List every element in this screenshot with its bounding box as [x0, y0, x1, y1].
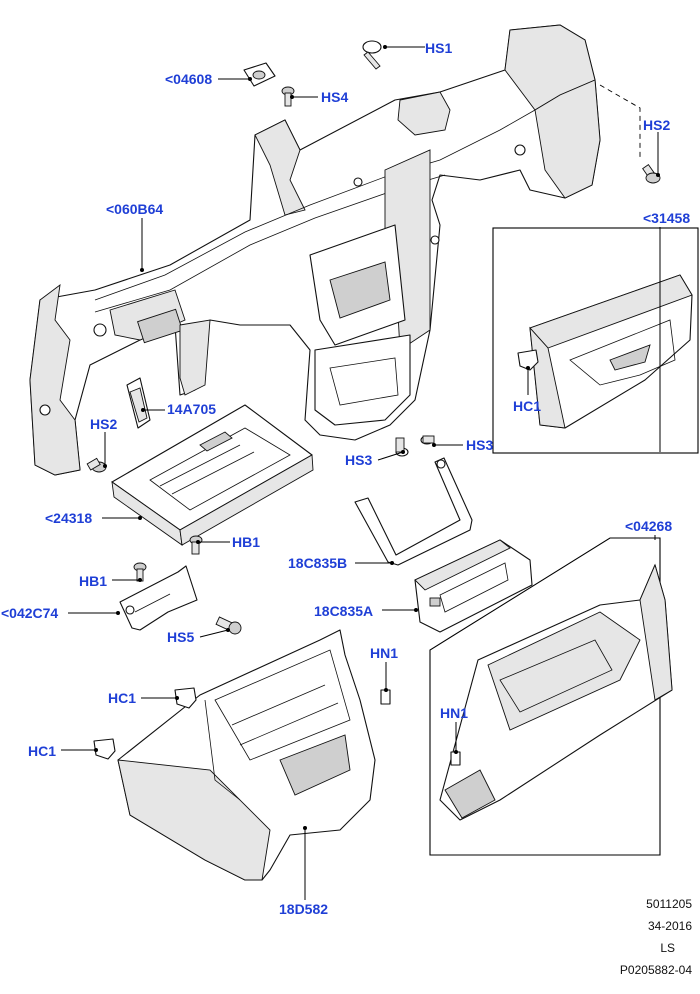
housing-18c835a — [414, 539, 533, 633]
callout-hb1-right: HB1 — [232, 534, 261, 550]
callout-hs2-top: HS2 — [643, 117, 671, 133]
callout-hn1-top: HN1 — [370, 645, 399, 661]
reference-code-4: P0205882-04 — [619, 963, 692, 977]
clip-04608-icon — [243, 62, 276, 87]
panel-24318 — [111, 404, 314, 546]
callout-14a705: 14A705 — [167, 401, 217, 417]
reference-code-1: 5011205 — [646, 897, 692, 911]
bolster-04268 — [439, 563, 673, 821]
leader-lines — [61, 45, 661, 900]
callout-hs5: HS5 — [167, 629, 195, 645]
bolt-hb1-left-icon — [133, 562, 147, 582]
console-18d582 — [117, 629, 376, 881]
nut-hn1-lower-icon — [450, 751, 461, 766]
glovebox-31458 — [529, 274, 693, 429]
callout-04268: <04268 — [625, 518, 673, 534]
clip-hc1-b-icon — [93, 738, 116, 760]
bolt-hs2-left-icon — [86, 457, 107, 473]
callout-hs1: HS1 — [425, 40, 453, 56]
callout-hs3-right: HS3 — [466, 437, 494, 453]
callout-hs3-left: HS3 — [345, 452, 373, 468]
callout-hc1-a: HC1 — [108, 690, 137, 706]
hs2-alignment-line — [599, 84, 641, 160]
callout-060b64: <060B64 — [106, 201, 164, 217]
callout-hn1-lower: HN1 — [440, 705, 469, 721]
reference-code-3: LS — [660, 941, 675, 955]
clip-hc1-a-icon — [174, 687, 197, 709]
bracket-042c74 — [119, 565, 198, 631]
bracket-18c835b — [354, 457, 473, 566]
glovebox-assembly-frame — [492, 227, 699, 454]
bolt-hs4-icon — [281, 86, 295, 107]
callout-hc1-right: HC1 — [513, 398, 542, 414]
callout-31458: <31458 — [643, 210, 691, 226]
bolster-assembly-frame — [429, 537, 661, 856]
bolt-hb1-right-icon — [189, 535, 203, 555]
callout-hb1-left: HB1 — [79, 573, 108, 589]
callout-hc1-b: HC1 — [28, 743, 57, 759]
callout-hs2-left: HS2 — [90, 416, 118, 432]
callout-24318: <24318 — [45, 510, 93, 526]
reference-code-2: 34-2016 — [647, 919, 692, 933]
callout-18c835a: 18C835A — [314, 603, 374, 619]
bolt-hs2-top-icon — [642, 163, 661, 184]
clip-hc1-glovebox-icon — [517, 349, 539, 371]
bolt-hs5-icon — [215, 616, 242, 635]
bracket-14a705 — [126, 377, 151, 429]
callout-04608: <04608 — [165, 71, 213, 87]
callout-18d582: 18D582 — [279, 901, 329, 917]
callout-18c835b: 18C835B — [288, 555, 348, 571]
cross-car-beam — [29, 24, 601, 476]
bolt-hs1-icon — [362, 40, 382, 70]
nut-hn1-top-icon — [380, 689, 391, 705]
callout-hs4: HS4 — [321, 89, 349, 105]
callout-042c74: <042C74 — [1, 605, 59, 621]
